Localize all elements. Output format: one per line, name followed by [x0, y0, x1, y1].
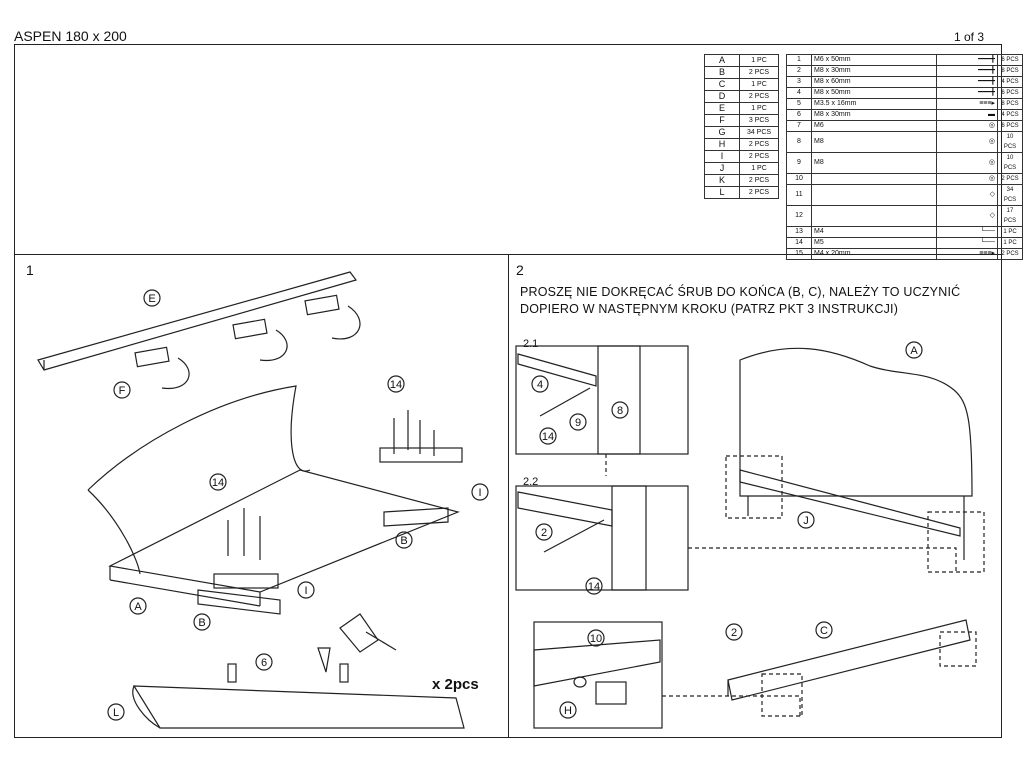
part-qty: 2 PCS	[739, 186, 779, 199]
callout-c: C	[820, 625, 828, 637]
rail-j	[739, 469, 961, 537]
callout-2-step2: 2	[731, 627, 737, 639]
detail-box-caster	[533, 621, 663, 729]
callout-10: 10	[590, 633, 602, 645]
callout-j: J	[803, 515, 809, 527]
section-divider-vertical	[508, 254, 509, 738]
callout-b-2: B	[400, 535, 407, 547]
hardware-row: 12◇17 PCS	[786, 205, 1023, 227]
callouts	[107, 289, 923, 721]
callout-8-step2: 8	[617, 405, 623, 417]
bracket-f-parts	[134, 294, 361, 390]
detail-box-2-2	[515, 485, 689, 591]
screw-icon: ≡≡≡▸	[936, 248, 998, 260]
callout-l: L	[113, 707, 119, 719]
callout-b: B	[198, 617, 205, 629]
step-2-number: 2	[516, 262, 524, 278]
detail-box-2-1	[515, 345, 689, 455]
page-number: 1 of 3	[953, 30, 984, 44]
dashed-connectors	[605, 454, 985, 717]
hammer-icon	[317, 613, 397, 673]
hardware-spec: M4 x 20mm	[811, 248, 937, 260]
headboard-panel-a	[87, 385, 463, 615]
callout-a-step2: A	[910, 345, 918, 357]
hardware-qty: 10 PCS	[997, 152, 1023, 174]
callout-i: I	[304, 585, 307, 597]
document-title: ASPEN 180 x 200	[14, 28, 127, 44]
callout-14-detail: 14	[588, 581, 600, 593]
substep-2-1-label: 2.1	[523, 338, 539, 350]
callout-2-detail: 2	[541, 527, 547, 539]
dowel-parts	[227, 663, 349, 683]
rail-e	[37, 271, 358, 371]
step-1-number: 1	[26, 262, 34, 278]
hardware-stack	[227, 410, 435, 560]
callout-9-step2: 9	[575, 417, 581, 429]
callout-4-step2: 4	[537, 379, 543, 391]
callout-h: H	[564, 705, 572, 717]
callout-e: E	[148, 293, 155, 305]
callout-6: 6	[261, 657, 267, 669]
assembly-note: PROSZĘ NIE DOKRĘCAĆ ŚRUB DO KOŃCA (B, C)…	[520, 285, 961, 316]
callout-f: F	[119, 385, 126, 397]
hardware-qty: 2 PCS	[997, 248, 1023, 260]
callout-14-2: 14	[390, 379, 402, 391]
quantity-multiplier: x 2pcs	[432, 676, 479, 693]
callout-14: 14	[212, 477, 224, 489]
substep-2-2-label: 2.2	[523, 476, 539, 488]
callout-a: A	[134, 601, 142, 613]
headboard-a	[739, 347, 973, 560]
leg-board-l	[132, 685, 465, 729]
callout-i-2: I	[478, 487, 481, 499]
side-board-c	[727, 619, 971, 701]
callout-14-step2: 14	[542, 431, 554, 443]
